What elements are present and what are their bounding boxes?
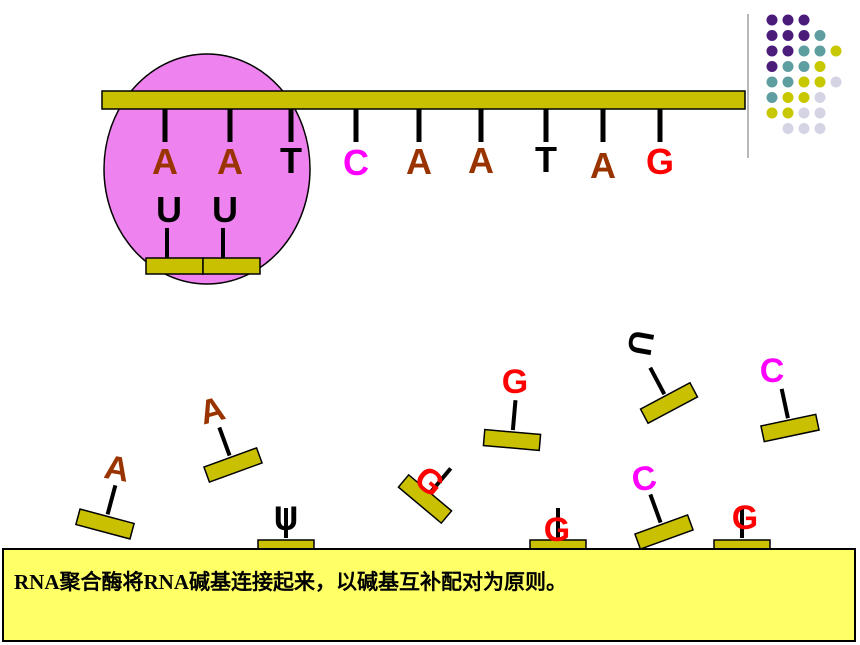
free-nucleotide-backbone [397,473,453,525]
template-base-A: A [406,141,432,182]
free-nucleotide-stick [429,467,453,493]
free-nucleotide: C [629,458,695,551]
decorative-dot [830,45,842,57]
dna-template-backbone [101,90,746,110]
template-base-A: A [217,141,243,182]
template-base-C: C [343,142,369,183]
decorative-dot [798,30,810,41]
free-nucleotide: U [619,327,699,425]
decorative-dot [766,92,778,103]
paired-rna-base-U: U [156,189,182,230]
free-nucleotide-stick [105,484,118,515]
free-nucleotide: A [195,389,264,484]
decorative-dot [766,14,778,26]
decorative-dot [814,107,826,119]
decorative-dot [814,76,826,88]
decorative-dot [782,30,794,41]
decorative-dot [766,30,778,41]
free-nucleotide-base-C: C [629,458,660,500]
free-nucleotide: C [760,352,820,443]
paired-rna-backbone [202,257,261,275]
free-nucleotide-base-A: A [101,448,132,490]
template-base-T: T [535,139,557,180]
decorative-dot [798,14,810,26]
free-nucleotide-base-G: G [502,363,528,401]
decorative-dot [782,45,794,57]
free-nucleotide-stick [648,366,667,396]
free-nucleotide-backbone [74,508,136,540]
decorative-dot [798,92,810,103]
free-nucleotide-base-G: G [544,511,570,549]
paired-rna-backbone [145,257,204,275]
decorative-dot [798,45,810,57]
free-nucleotide: G [482,363,542,452]
free-nucleotide-backbone [760,413,820,443]
free-nucleotide-base-C: C [760,352,785,390]
decorative-dot [766,45,778,57]
decorative-dot [782,76,794,88]
decorative-dot [798,123,810,134]
decorative-dot [782,92,794,103]
free-nucleotide-stick [648,493,663,524]
decorative-dot-grid [766,14,842,134]
decorative-dot [766,61,778,72]
decorative-dot [782,61,794,72]
decorative-dot [782,107,794,119]
free-nucleotide-stick [217,426,232,457]
free-nucleotide-backbone [639,381,699,425]
template-base-A: A [468,140,494,181]
free-nucleotide-base-G: G [732,499,758,537]
free-nucleotide: A [74,448,136,540]
caption-text: RNA聚合酶将RNA碱基连接起来，以碱基互补配对为原则。 [14,570,567,594]
template-base-G: G [646,141,674,182]
decorative-dot [814,123,826,134]
caption-box: RNA聚合酶将RNA碱基连接起来，以碱基互补配对为原则。 [2,548,856,642]
decorative-dot [798,107,810,119]
free-nucleotide-stick [510,399,518,431]
decorative-dot [782,123,794,134]
decorative-dot [798,61,810,72]
decorative-dot [814,92,826,103]
free-nucleotide-base-U: U [619,327,661,358]
decorative-dot [798,76,810,88]
rna-polymerase [103,53,311,285]
decorative-dot [766,76,778,88]
free-nucleotide-base-A: A [195,389,229,432]
free-nucleotide-stick [779,388,790,419]
free-nucleotide-backbone [482,428,542,452]
decorative-dot [814,30,826,41]
template-base-T: T [280,140,302,181]
template-base-A: A [590,145,616,186]
decorative-dot [766,107,778,119]
free-nucleotide: G [397,459,453,525]
template-base-A: A [152,141,178,182]
decorative-dot [830,76,842,88]
free-nucleotides: G U C A G A C G U G [74,327,820,557]
free-nucleotide-backbone [633,513,695,551]
decorative-dot [782,14,794,26]
decorative-dot [814,45,826,57]
decorative-dot [814,61,826,72]
free-nucleotide-base-U: U [274,500,299,538]
paired-rna-base-U: U [212,189,238,230]
free-nucleotide-backbone [202,446,264,484]
